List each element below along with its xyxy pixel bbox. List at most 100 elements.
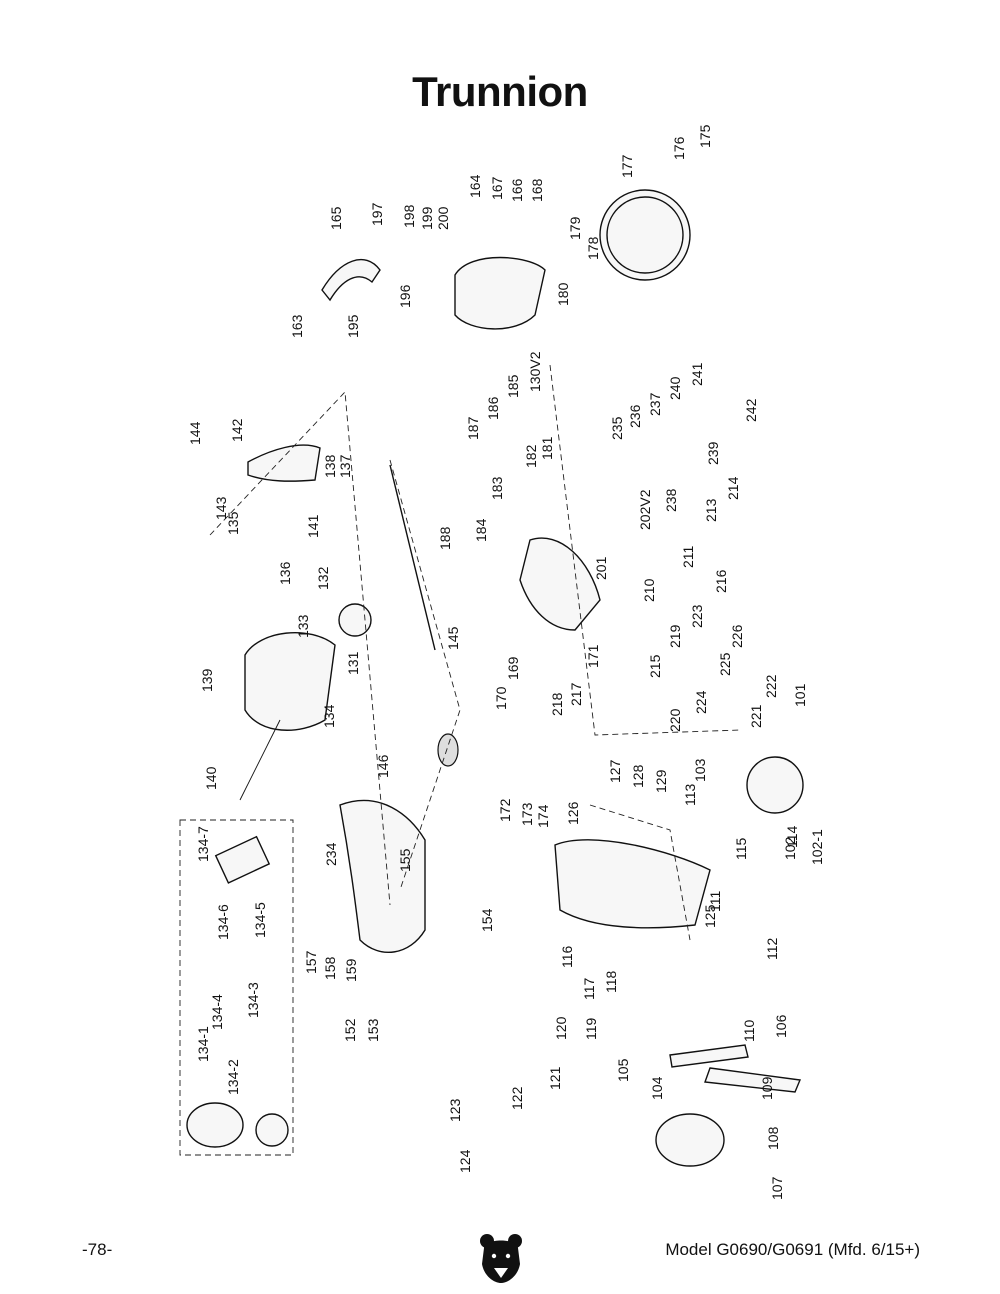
assembly-line-3	[549, 364, 741, 736]
part-label-221: 221	[748, 704, 764, 728]
part-label-105: 105	[615, 1058, 631, 1082]
part-label-134-6: 134-6	[215, 904, 231, 940]
part-label-121: 121	[547, 1066, 563, 1090]
part-label-122: 122	[509, 1086, 525, 1110]
part-label-134: 134	[321, 704, 337, 728]
part-label-186: 186	[485, 396, 501, 420]
part-label-225: 225	[717, 652, 733, 676]
part-label-143: 143	[213, 496, 229, 520]
part-label-185: 185	[505, 374, 521, 398]
part-label-134-7: 134-7	[195, 826, 211, 862]
trunnion-arm-outline	[339, 799, 426, 954]
motor-outline	[244, 632, 336, 731]
part-label-127: 127	[607, 759, 623, 783]
part-label-178: 178	[585, 236, 601, 260]
part-label-138: 138	[322, 454, 338, 478]
part-label-183: 183	[489, 476, 505, 500]
part-label-117: 117	[581, 977, 597, 1000]
part-label-154: 154	[479, 908, 495, 932]
part-outlines	[179, 189, 804, 1167]
model-caption: Model G0690/G0691 (Mfd. 6/15+)	[665, 1240, 920, 1259]
motor-pulley-outline	[338, 603, 372, 637]
part-label-120: 120	[553, 1016, 569, 1040]
part-label-199: 199	[419, 206, 435, 230]
part-label-119: 119	[583, 1017, 599, 1040]
worm-gear-outline	[437, 733, 459, 767]
part-label-164: 164	[467, 174, 483, 198]
part-label-181: 181	[539, 436, 555, 460]
motor-kit-leader	[239, 719, 281, 801]
part-label-217: 217	[568, 682, 584, 706]
link-outline	[704, 1067, 801, 1093]
part-label-107: 107	[769, 1176, 785, 1200]
part-label-195: 195	[345, 314, 361, 338]
part-label-115: 115	[733, 837, 749, 860]
part-label-111: 111	[707, 891, 723, 912]
motor-kit-box	[179, 819, 294, 1156]
part-label-238: 238	[663, 488, 679, 512]
part-label-110: 110	[741, 1019, 757, 1042]
bear-head-icon	[480, 1234, 522, 1283]
part-label-102: 102	[782, 836, 798, 860]
part-label-112: 112	[764, 937, 780, 960]
part-label-139: 139	[199, 668, 215, 692]
lever-outline	[669, 1044, 749, 1068]
part-label-124: 124	[457, 1149, 473, 1173]
part-label-171: 171	[585, 644, 601, 668]
part-label-102-1: 102-1	[809, 829, 825, 865]
part-label-153: 153	[365, 1018, 381, 1042]
part-label-159: 159	[343, 958, 359, 982]
part-label-215: 215	[647, 654, 663, 678]
saw-blade-inner	[606, 196, 684, 274]
handwheel-upper-outline	[746, 756, 804, 814]
fan-outline	[255, 1113, 289, 1147]
part-label-137: 137	[337, 454, 353, 478]
fan-cover-outline	[186, 1102, 244, 1148]
part-label-234: 234	[323, 842, 339, 866]
part-label-134-4: 134-4	[209, 994, 225, 1030]
page-number: -78-	[82, 1240, 113, 1259]
riving-arm-outline	[321, 259, 381, 302]
part-label-109: 109	[759, 1076, 775, 1100]
part-label-188: 188	[437, 526, 453, 550]
front-trunnion-outline	[554, 839, 711, 929]
part-label-216: 216	[713, 569, 729, 593]
part-label-136: 136	[277, 561, 293, 585]
part-label-219: 219	[667, 624, 683, 648]
part-label-179: 179	[567, 216, 583, 240]
part-label-198: 198	[401, 204, 417, 228]
part-label-134-3: 134-3	[245, 982, 261, 1018]
part-label-167: 167	[489, 176, 505, 200]
gasket-outline	[214, 835, 271, 884]
part-label-202V2: 202V2	[637, 489, 653, 530]
rod-outline	[389, 464, 436, 651]
part-label-169: 169	[505, 656, 521, 680]
part-label-125: 125	[702, 904, 718, 928]
part-label-140: 140	[203, 766, 219, 790]
part-label-142: 142	[229, 418, 245, 442]
bracket-outline	[247, 444, 321, 482]
part-label-118: 118	[603, 970, 619, 993]
part-label-168: 168	[529, 178, 545, 202]
part-label-214: 214	[725, 476, 741, 500]
page-title: Trunnion	[412, 68, 588, 115]
part-label-237: 237	[647, 392, 663, 416]
part-label-131: 131	[345, 651, 361, 675]
part-label-152: 152	[342, 1018, 358, 1042]
part-label-129: 129	[653, 769, 669, 793]
part-label-128: 128	[630, 764, 646, 788]
part-label-223: 223	[689, 604, 705, 628]
handwheel-lower-outline	[655, 1113, 725, 1167]
part-label-176: 176	[671, 136, 687, 160]
assembly-line-1	[209, 390, 391, 906]
part-label-123: 123	[447, 1098, 463, 1122]
part-label-170: 170	[493, 686, 509, 710]
part-label-175: 175	[697, 124, 713, 148]
part-label-113: 113	[682, 783, 698, 806]
part-label-224: 224	[693, 690, 709, 714]
part-label-222: 222	[763, 674, 779, 698]
part-label-146: 146	[375, 754, 391, 778]
trunnion-plate-outline	[519, 537, 601, 631]
